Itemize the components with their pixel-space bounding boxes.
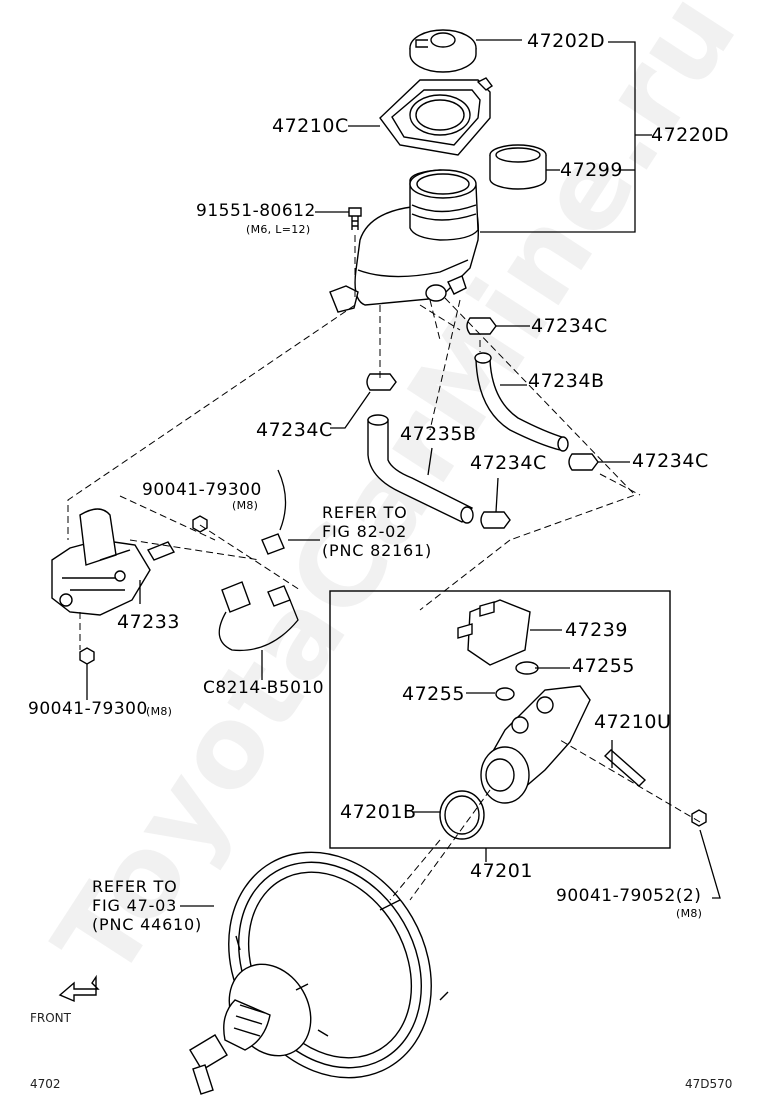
- reservoir-gasket: [379, 77, 494, 156]
- hose-47234B: [474, 352, 569, 452]
- label-47234C-left[interactable]: 47234C: [256, 419, 333, 441]
- leader-lines: [86, 39, 721, 907]
- label-90041-79300-lower-spec: (M8): [146, 705, 173, 718]
- bracket-47233: [51, 508, 176, 616]
- strainer: [489, 144, 547, 190]
- reservoir-tank: [329, 169, 480, 313]
- label-47234C-mid[interactable]: 47234C: [470, 452, 547, 474]
- wire-harness: [218, 469, 299, 652]
- label-47255-left[interactable]: 47255: [402, 683, 465, 705]
- label-47299[interactable]: 47299: [560, 159, 623, 181]
- label-47201B[interactable]: 47201B: [340, 801, 417, 823]
- label-90041-79052[interactable]: 90041-79052(2): [556, 886, 702, 906]
- label-47210C[interactable]: 47210C: [272, 115, 349, 137]
- nut-90041-79052: [691, 809, 707, 827]
- assembly-lines: [67, 235, 701, 901]
- reference-fig-47-03[interactable]: REFER TO FIG 47-03 (PNC 44610): [92, 877, 203, 934]
- front-arrow-icon: [58, 974, 100, 1003]
- footer-figure-code: 4702: [30, 1077, 61, 1091]
- reference-fig-82-02[interactable]: REFER TO FIG 82-02 (PNC 82161): [322, 503, 433, 560]
- label-47239[interactable]: 47239: [565, 619, 628, 641]
- label-91551-spec: (M6, L=12): [246, 223, 311, 236]
- label-90041-79300-upper[interactable]: 90041-79300: [142, 480, 262, 500]
- brake-booster: [189, 851, 449, 1095]
- hose-clips: [366, 317, 599, 529]
- label-90041-79300-lower[interactable]: 90041-79300: [28, 699, 148, 719]
- master-cylinder-box: [329, 590, 671, 849]
- front-label: FRONT: [30, 1011, 71, 1025]
- label-47235B[interactable]: 47235B: [400, 423, 477, 445]
- label-47202D[interactable]: 47202D: [527, 30, 606, 52]
- label-47234C-top[interactable]: 47234C: [531, 315, 608, 337]
- footer-image-code: 47D570: [685, 1077, 733, 1091]
- hose-47235B: [367, 414, 474, 524]
- label-C8214-B5010[interactable]: C8214-B5010: [203, 678, 325, 698]
- label-47210U[interactable]: 47210U: [594, 711, 672, 733]
- label-47234B[interactable]: 47234B: [528, 370, 605, 392]
- reservoir-cap: [409, 29, 477, 73]
- label-90041-79052-spec: (M8): [676, 907, 703, 920]
- label-47255-right[interactable]: 47255: [572, 655, 635, 677]
- label-90041-79300-upper-spec: (M8): [232, 499, 259, 512]
- label-47201[interactable]: 47201: [470, 860, 533, 882]
- label-47220D[interactable]: 47220D: [651, 124, 730, 146]
- bolt-91551: [348, 207, 362, 230]
- label-91551-80612[interactable]: 91551-80612: [196, 201, 316, 221]
- master-cylinder: [439, 599, 647, 840]
- label-47233[interactable]: 47233: [117, 611, 180, 633]
- label-47234C-right[interactable]: 47234C: [632, 450, 709, 472]
- nut-90041-79300: [79, 515, 208, 665]
